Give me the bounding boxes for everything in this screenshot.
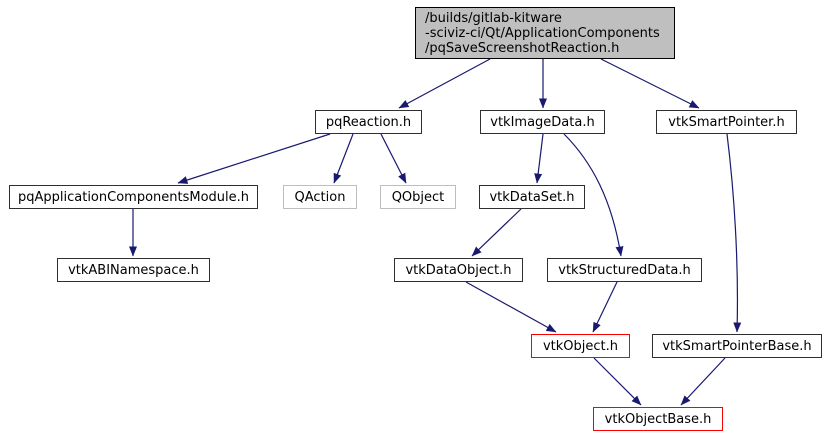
edge-vtkImageData-h-to-vtkStructuredData-h — [563, 133, 624, 257]
edge-pqReaction-h-to-QAction — [333, 133, 354, 184]
node-vtkDataSet-h[interactable]: vtkDataSet.h — [479, 185, 585, 209]
edges-group — [129, 58, 742, 406]
edge-pqReaction-h-to-QObject — [380, 133, 407, 184]
node-pqSaveScreenshotReaction-h: /builds/gitlab-kitware -sciviz-ci/Qt/App… — [415, 7, 675, 59]
node-QAction: QAction — [283, 185, 357, 209]
edge-vtkObject-h-to-vtkObjectBase-h — [593, 357, 642, 406]
node-pqApplicationComponentsModule-h[interactable]: pqApplicationComponentsModule.h — [9, 185, 258, 209]
edge-vtkDataObject-h-to-vtkObject-h — [465, 281, 557, 333]
node-QObject: QObject — [380, 185, 456, 209]
node-vtkObject-h[interactable]: vtkObject.h — [531, 334, 630, 358]
node-vtkObjectBase-h[interactable]: vtkObjectBase.h — [593, 407, 723, 431]
edge-pqReaction-h-to-pqApplicationComponentsModule-h — [177, 133, 331, 184]
node-vtkABINamespace-h[interactable]: vtkABINamespace.h — [57, 258, 210, 282]
edge-vtkStructuredData-h-to-vtkObject-h — [592, 281, 618, 333]
edge-vtkSmartPointer-h-to-vtkSmartPointerBase-h — [726, 133, 742, 333]
node-vtkDataObject-h[interactable]: vtkDataObject.h — [394, 258, 523, 282]
edge-pqSaveScreenshotReaction-h-to-vtkSmartPointer-h — [600, 58, 700, 109]
node-vtkSmartPointerBase-h[interactable]: vtkSmartPointerBase.h — [652, 334, 822, 358]
node-vtkSmartPointer-h[interactable]: vtkSmartPointer.h — [656, 110, 797, 134]
node-pqReaction-h[interactable]: pqReaction.h — [315, 110, 422, 134]
node-vtkImageData-h[interactable]: vtkImageData.h — [480, 110, 605, 134]
edge-vtkImageData-h-to-vtkDataSet-h — [534, 133, 544, 184]
edge-pqSaveScreenshotReaction-h-to-pqReaction-h — [398, 58, 491, 109]
node-vtkStructuredData-h[interactable]: vtkStructuredData.h — [547, 258, 702, 282]
edge-vtkSmartPointerBase-h-to-vtkObjectBase-h — [680, 357, 726, 406]
edge-vtkDataSet-h-to-vtkDataObject-h — [471, 208, 522, 257]
